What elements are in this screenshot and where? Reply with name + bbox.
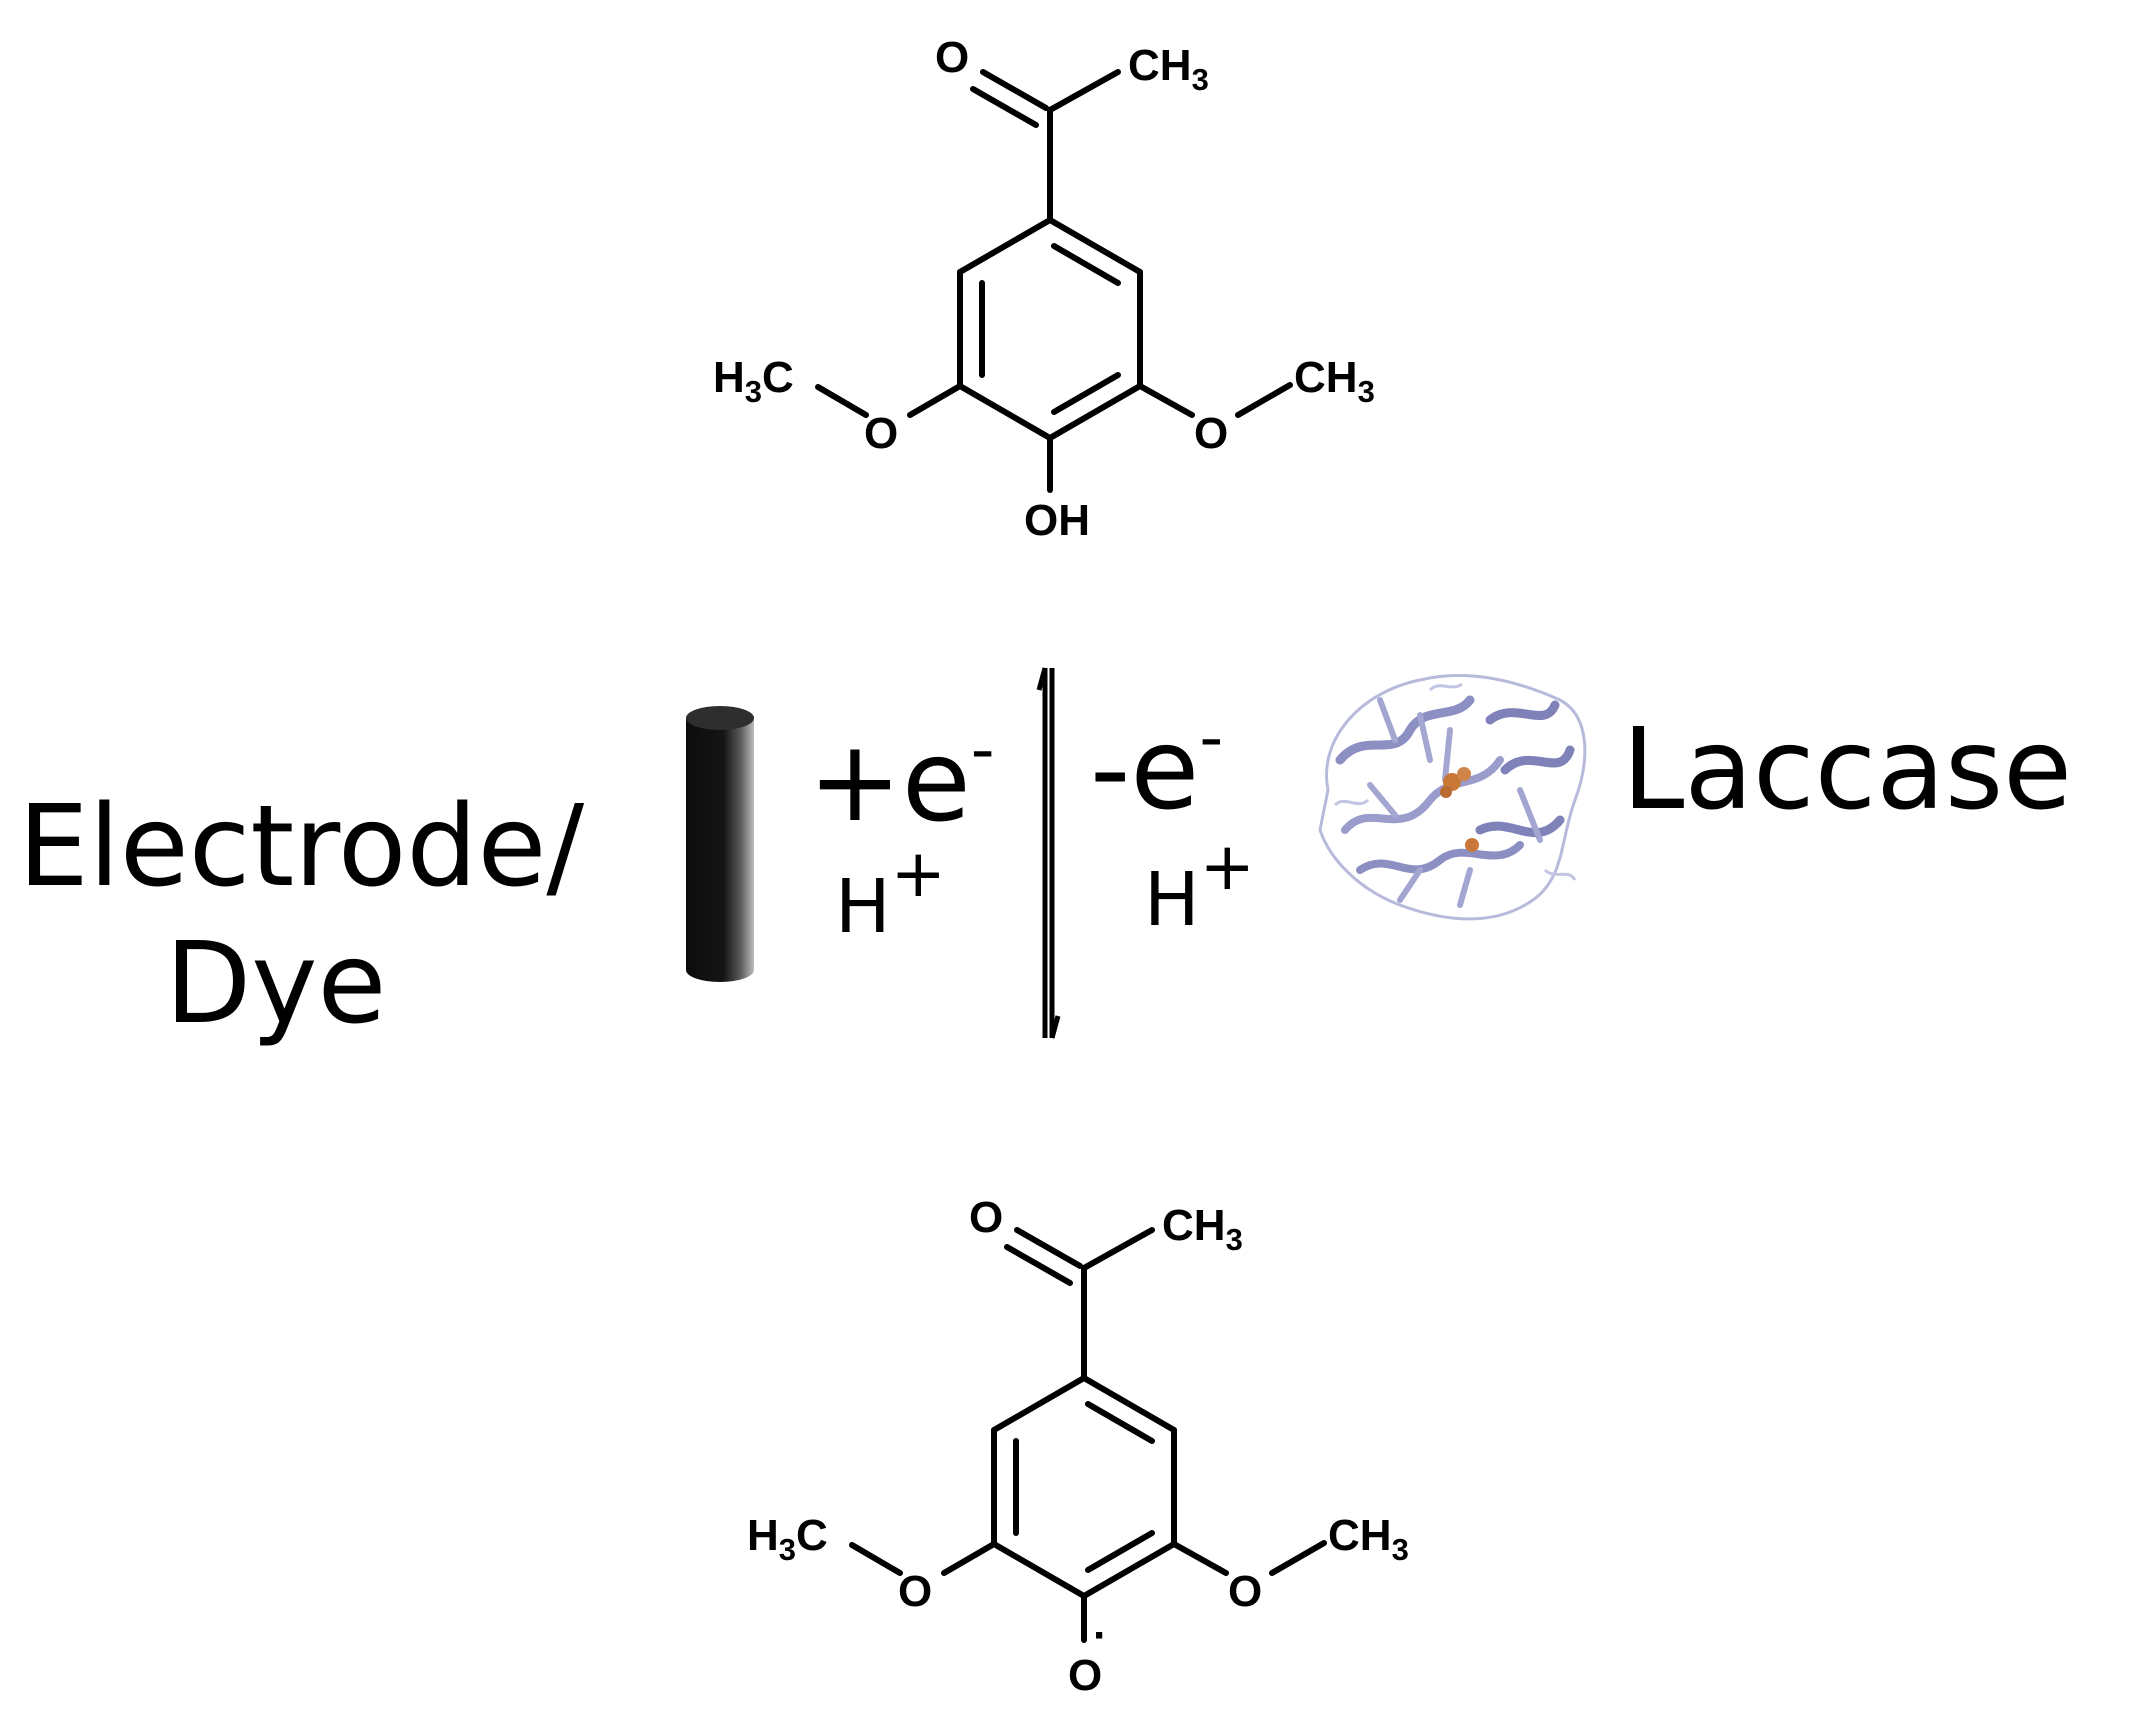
top-methyl-bond	[1047, 69, 1121, 113]
bottom-radical-o: O	[1068, 1651, 1102, 1700]
bottom-left-methyl-label: H3C	[747, 1511, 828, 1567]
middle-row: Electrode/ Dye +e- H+ -e- H+	[18, 667, 2072, 1049]
top-left-methyl-label: H3C	[713, 353, 794, 409]
bottom-molecule: O CH3 O H3C O CH3 O ·	[747, 1193, 1409, 1700]
bottom-right-methyl-label: CH3	[1328, 1511, 1409, 1567]
top-right-methyl-label: CH3	[1294, 353, 1375, 409]
laccase-label: Laccase	[1622, 705, 2072, 835]
top-hydroxyl: OH	[1024, 496, 1090, 545]
oxidation-electron-label: -e-	[1090, 699, 1223, 835]
bottom-right-methoxy-bond	[1171, 1541, 1229, 1576]
bottom-methyl-bond	[1081, 1227, 1155, 1271]
top-methyl-label: CH3	[1128, 41, 1209, 97]
laccase-protein-image	[1318, 674, 1587, 921]
bottom-methyl-label: CH3	[1162, 1201, 1243, 1257]
top-molecule: O CH3 O H3C O CH3 OH	[713, 33, 1375, 545]
top-right-methoxy-bond	[1137, 383, 1195, 418]
top-left-methoxy-bond	[907, 383, 963, 418]
top-right-methyl-bond	[1235, 382, 1293, 418]
top-right-methoxy-o: O	[1194, 409, 1228, 458]
electrode-rod	[686, 706, 754, 982]
electrode-label-line2: Dye	[165, 919, 386, 1049]
bottom-carbonyl-o: O	[969, 1193, 1003, 1242]
bottom-left-methoxy-bond	[941, 1541, 997, 1576]
bottom-radical-dot: ·	[1093, 1611, 1108, 1660]
bottom-carbonyl-bond-b	[1004, 1244, 1073, 1286]
bottom-carbonyl-bond-a	[1014, 1227, 1083, 1269]
bottom-right-methoxy-o: O	[1228, 1567, 1262, 1616]
bottom-right-methyl-bond	[1269, 1540, 1327, 1576]
top-ring-bonds	[957, 217, 1143, 441]
top-carbonyl-o: O	[935, 33, 969, 82]
top-carbonyl-bond-a	[980, 69, 1049, 111]
reduction-electron-label: +e-	[808, 711, 995, 847]
reduction-proton-label: H+	[835, 835, 946, 950]
bottom-ring-bonds	[991, 1375, 1177, 1599]
electrode-label-line1: Electrode/	[18, 782, 584, 912]
oxidation-proton-label: H+	[1144, 828, 1255, 943]
bottom-left-methoxy-o: O	[898, 1567, 932, 1616]
top-left-methyl-bond	[815, 384, 869, 418]
equilibrium-arrows	[1036, 667, 1061, 1039]
bottom-left-methyl-bond	[849, 1542, 903, 1576]
top-carbonyl-bond-b	[970, 86, 1039, 128]
top-left-methoxy-o: O	[864, 409, 898, 458]
